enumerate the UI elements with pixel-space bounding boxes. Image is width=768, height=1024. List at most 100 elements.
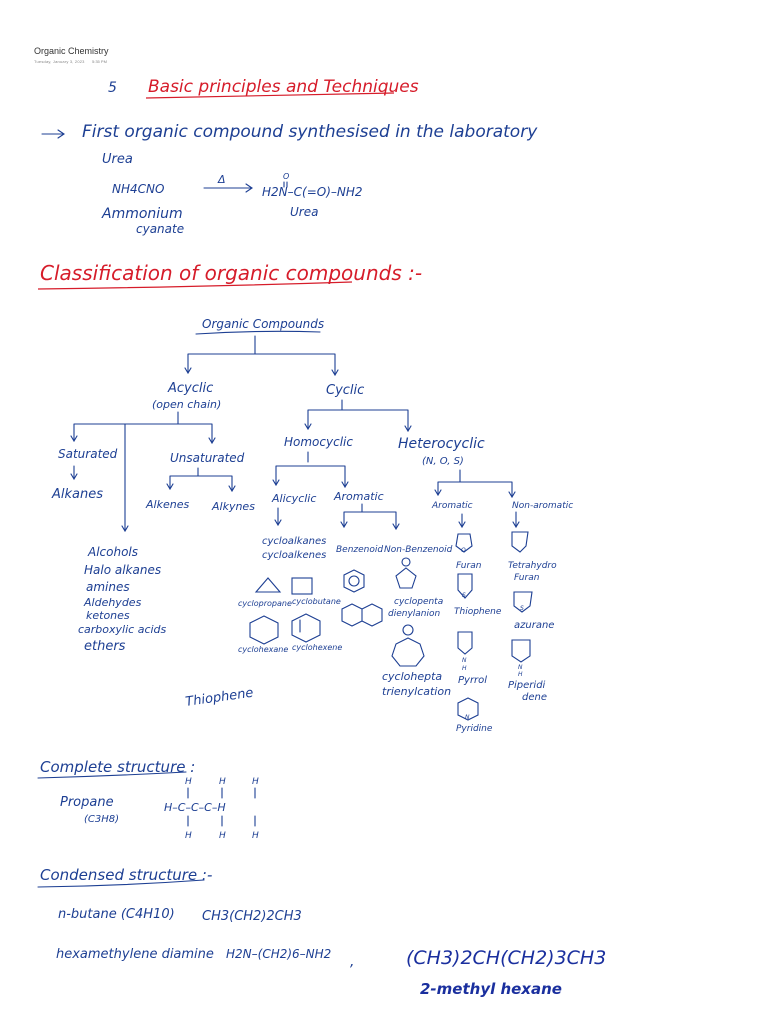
urea-oxygen: O: [283, 172, 289, 181]
reaction-arrow: [203, 183, 253, 193]
thiophene-ring-icon: [457, 573, 473, 599]
benzene-ring-icon: [343, 569, 365, 593]
section-number: 5: [108, 80, 117, 96]
svg-text:H: H: [252, 831, 259, 841]
side-note-thiophene: Thiophene: [184, 686, 254, 710]
svg-text:H: H: [185, 831, 192, 841]
note-title: Organic Chemistry: [34, 46, 109, 56]
label-cyclopentadienyl-1: cyclopenta: [394, 597, 443, 607]
note-time: 5:35 PM: [92, 59, 107, 64]
pyrrole-ring-icon: [457, 631, 473, 655]
thiolane-ring-icon: [513, 591, 533, 613]
cyclopropane-ring-icon: [254, 577, 282, 593]
svg-text:ketones: ketones: [86, 609, 130, 622]
node-saturated: Saturated: [58, 447, 118, 461]
formula-separator: ,: [350, 954, 354, 970]
node-alkenes: Alkenes: [145, 498, 189, 511]
label-thiophene: Thiophene: [454, 607, 502, 617]
tetrahydrofuran-ring-icon: [511, 531, 529, 553]
cyclobutane-ring-icon: [291, 577, 313, 595]
classification-heading: Classification of organic compounds :-: [40, 261, 422, 285]
carbonyl-bond: [283, 181, 288, 188]
node-benzenoid: Benzenoid: [336, 545, 383, 555]
node-homocyclic: Homocyclic: [284, 435, 353, 449]
label-pyrrole: Pyrrol: [458, 675, 487, 686]
node-acyclic-sub: (open chain): [152, 398, 221, 411]
node-hetero-aromatic: Aromatic: [431, 501, 473, 511]
svg-text:N: N: [462, 657, 467, 664]
svg-text:O: O: [461, 547, 466, 554]
pyridine-ring-icon: [457, 697, 479, 721]
acyclic-list: Alcohols Halo alkanes amines Aldehydes k…: [78, 545, 167, 654]
svg-text:H: H: [252, 777, 259, 787]
arrow-icon: [41, 129, 65, 139]
urea-heat-symbol: Δ: [217, 173, 226, 186]
naphthalene-ring-icon: [341, 603, 383, 627]
condensed-underline: [37, 879, 205, 888]
methylhexane-name: 2-methyl hexane: [420, 980, 562, 998]
svg-text:N: N: [465, 714, 470, 721]
acyclic-connector: [70, 411, 216, 533]
piperidine-ring-icon: [511, 639, 531, 663]
anion-charge-icon: [401, 557, 411, 567]
section-heading: Basic principles and Techniques: [148, 77, 419, 97]
n-butane-label: n-butane (C4H10): [58, 907, 175, 922]
svg-text:H: H: [219, 777, 226, 787]
node-non-benzenoid: Non-Benzenoid: [384, 545, 453, 555]
svg-text:Alcohols: Alcohols: [87, 545, 138, 559]
svg-text:Halo alkanes: Halo alkanes: [84, 563, 161, 577]
section-heading-underline: [145, 92, 395, 99]
product-name: Urea: [290, 205, 318, 219]
svg-text:carboxylic acids: carboxylic acids: [78, 623, 167, 636]
classification-underline: [37, 281, 353, 290]
node-acyclic: Acyclic: [167, 381, 213, 396]
node-alicyclic: Alicyclic: [271, 492, 316, 505]
condensed-heading: Condensed structure :-: [40, 866, 212, 884]
complete-heading: Complete structure :: [40, 758, 195, 776]
reactant-name-1: Ammonium: [101, 206, 183, 222]
label-cyclopentadienyl-2: dienylanion: [388, 609, 441, 619]
propane-formula: (C3H8): [84, 814, 119, 825]
urea-reactant: NH4CNO: [112, 182, 164, 196]
label-tetrahydrofuran-2: Furan: [514, 573, 540, 583]
hexamethylene-formula: H2N–(CH2)6–NH2: [226, 947, 331, 961]
label-pyridine: Pyridine: [456, 724, 493, 734]
node-hetero-non-aromatic: Non-aromatic: [512, 501, 573, 511]
label-piperidine-2: dene: [522, 692, 547, 703]
svg-text:Aldehydes: Aldehydes: [83, 596, 142, 609]
svg-text:H: H: [518, 671, 523, 678]
node-organic-compounds: Organic Compounds: [202, 317, 324, 331]
note-date: Tuesday, January 3, 2023: [34, 59, 85, 64]
node-alkynes: Alkynes: [211, 500, 255, 513]
furan-ring-icon: [455, 533, 473, 553]
node-cycloalkanes: cycloalkanes: [262, 536, 326, 547]
label-azurane: azurane: [514, 620, 554, 631]
label-piperidine-1: Piperidi: [508, 680, 546, 691]
svg-text:H–C–C–C–H: H–C–C–C–H: [164, 801, 226, 814]
methylhexane-formula: (CH3)2CH(CH2)3CH3: [406, 947, 606, 969]
propane-name: Propane: [60, 795, 114, 810]
label-cyclopropane: cyclopropane: [238, 599, 292, 608]
node-alkanes: Alkanes: [51, 487, 103, 502]
label-cycloheptatrienyl-1: cyclohepta: [382, 670, 442, 683]
node-aromatic: Aromatic: [333, 490, 384, 503]
cyclohexene-ring-icon: [291, 613, 321, 643]
label-cyclohexene: cyclohexene: [292, 643, 342, 652]
label-cycloheptatrienyl-2: trienylcation: [382, 685, 451, 698]
label-cyclohexane: cyclohexane: [238, 645, 288, 654]
label-cyclobutane: cyclobutane: [292, 597, 341, 606]
urea-product: H2N–C(=O)–NH2: [262, 185, 363, 199]
svg-text:S: S: [462, 592, 466, 599]
svg-text:H: H: [219, 831, 226, 841]
node-unsaturated: Unsaturated: [170, 451, 245, 465]
propane-structure: H H H H–C–C–C–H H H H: [164, 777, 259, 841]
cyclohexane-ring-icon: [249, 615, 279, 645]
hexamethylene-label: hexamethylene diamine: [56, 947, 214, 962]
cation-charge-icon: [402, 624, 414, 636]
reactant-name-2: cyanate: [136, 222, 184, 236]
svg-text:H: H: [185, 777, 192, 787]
complete-underline: [37, 771, 187, 779]
urea-first-line: First organic compound synthesised in th…: [82, 122, 538, 142]
node-hetero-atoms: (N, O, S): [422, 456, 464, 467]
